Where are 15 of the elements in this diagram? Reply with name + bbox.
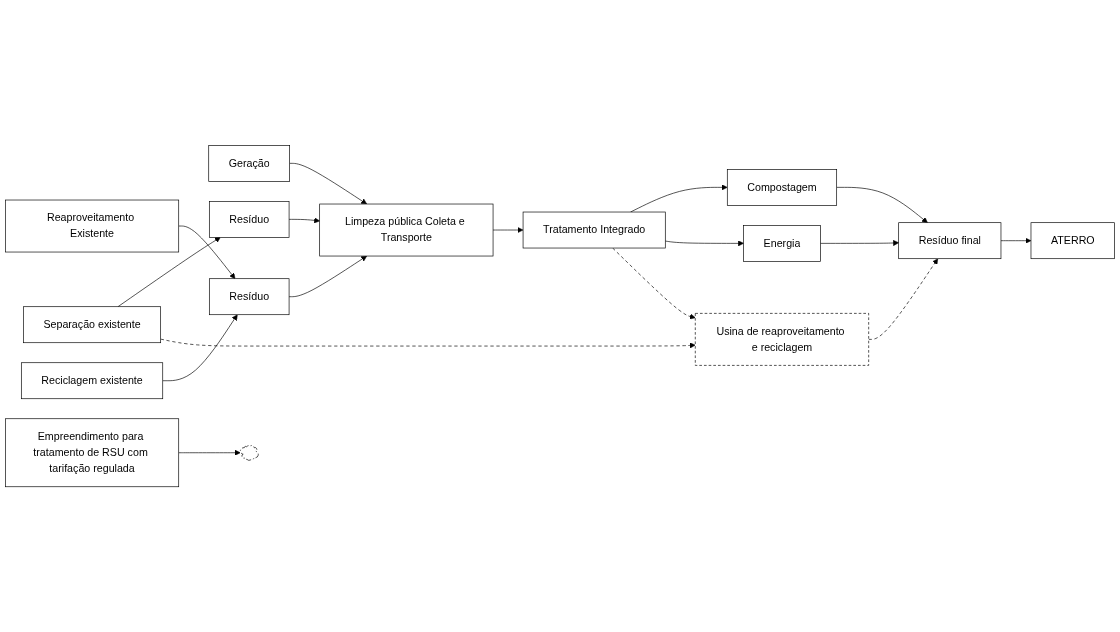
node-box: Compostagem [726, 168, 837, 206]
node-box: Empreendimento para tratamento de RSU com tarifação regulada [5, 418, 180, 488]
node-box: Reciclagem existente [21, 362, 164, 400]
node-box: Tratamento Integrado [522, 211, 666, 249]
node-box: Limpeza pública Coleta e Transporte [319, 203, 494, 257]
node-box: Reaproveitamento Existente [5, 199, 180, 253]
node-box: Usina de reaproveitamento e reciclagem [694, 313, 869, 366]
node-box: Geração [208, 144, 290, 182]
node-box: ATERRO [1030, 222, 1115, 259]
node-box: Resíduo final [898, 222, 1002, 259]
node-box: Resíduo [209, 278, 290, 315]
node-box: Resíduo [209, 200, 290, 238]
node-box: Energia [743, 224, 821, 262]
node-cloud [240, 445, 259, 461]
node-box: Separação existente [23, 306, 161, 343]
